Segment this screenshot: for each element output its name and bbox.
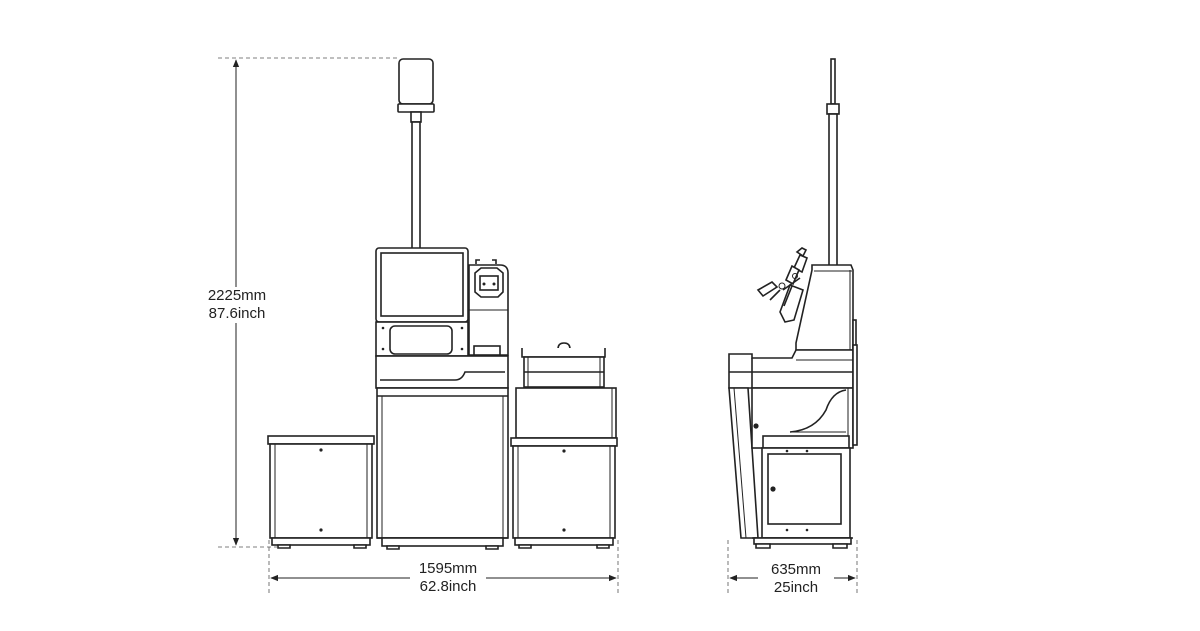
side-counter bbox=[728, 349, 854, 389]
side-cabinet bbox=[728, 344, 858, 545]
main-cabinet bbox=[376, 387, 509, 547]
side-feet bbox=[755, 543, 848, 549]
side-view bbox=[728, 58, 858, 549]
width-metric: 1595mm bbox=[418, 560, 478, 577]
front-view bbox=[267, 58, 618, 550]
left-table bbox=[267, 435, 375, 546]
side-payment-unit bbox=[756, 247, 809, 323]
depth-metric: 635mm bbox=[770, 561, 822, 578]
height-dimension-label: 2225mm 87.6inch bbox=[199, 287, 275, 323]
width-dimension-label: 1595mm 62.8inch bbox=[410, 560, 486, 596]
front-feet bbox=[277, 544, 610, 550]
depth-imperial: 25inch bbox=[773, 579, 819, 596]
scanner-frame bbox=[375, 321, 501, 357]
height-metric: 2225mm bbox=[207, 287, 267, 304]
height-imperial: 87.6inch bbox=[208, 305, 266, 322]
pole bbox=[410, 111, 422, 250]
width-imperial: 62.8inch bbox=[419, 578, 477, 595]
status-light bbox=[397, 58, 435, 113]
side-tower bbox=[795, 264, 857, 351]
payment-unit bbox=[468, 259, 509, 356]
monitor bbox=[375, 247, 469, 323]
counter-shelf bbox=[375, 355, 509, 389]
depth-dimension-label: 635mm 25inch bbox=[758, 561, 834, 597]
side-pole bbox=[826, 58, 840, 267]
bagging-area bbox=[510, 342, 618, 546]
